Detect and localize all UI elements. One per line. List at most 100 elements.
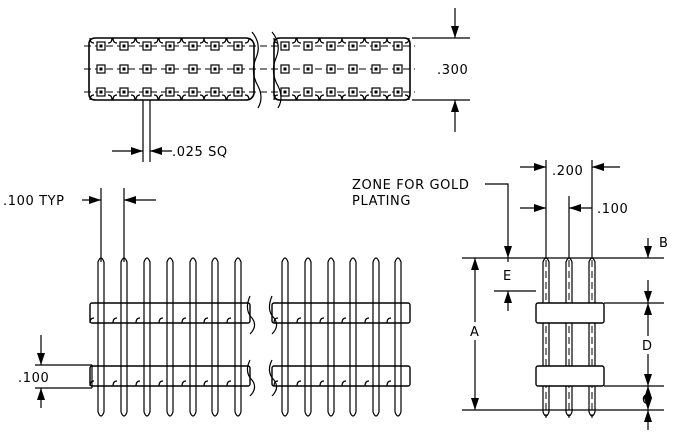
front-pin-bottom <box>234 411 242 417</box>
front-pin-bottom <box>189 411 197 417</box>
insulator-notch <box>364 380 370 387</box>
housing-notch <box>226 94 250 101</box>
insulator-notch <box>226 317 232 324</box>
dimension-100-side-label: .100 <box>597 202 628 217</box>
dimension-200-label: .200 <box>552 164 583 179</box>
dimension-200: .200 <box>520 160 620 258</box>
front-break-right-upper <box>268 295 278 335</box>
break-line-left <box>251 31 262 109</box>
top-view-pin-center <box>99 44 103 48</box>
front-pin-tip <box>234 257 242 268</box>
front-pin-bottom <box>281 411 289 417</box>
top-view-pin-center <box>306 67 310 71</box>
dimension-C: C <box>642 386 652 430</box>
front-break-left-lower <box>246 359 256 397</box>
front-pin-bottom <box>394 411 402 417</box>
top-view-pin-center <box>213 67 217 71</box>
top-view-pin-center <box>168 67 172 71</box>
housing-notch <box>296 37 320 44</box>
insulator-notch <box>135 317 141 324</box>
front-pin-tip <box>349 257 357 268</box>
top-view-pin-center <box>122 44 126 48</box>
housing-notch <box>158 37 182 44</box>
dimension-pitch-typ: .100 TYP <box>3 188 156 262</box>
zone-note-line1: ZONE FOR GOLD <box>352 178 469 193</box>
insulator-notch <box>158 317 164 324</box>
housing-notch <box>203 94 227 101</box>
top-view-pin-center <box>396 67 400 71</box>
dimension-300: .300 <box>412 8 470 132</box>
front-pin-tip <box>372 257 380 268</box>
insulator-notch <box>319 317 325 324</box>
front-break-right-lower <box>268 359 278 397</box>
housing-notch <box>112 94 136 101</box>
front-pin-bottom <box>304 411 312 417</box>
top-view-pin-center <box>283 90 287 94</box>
housing-notch <box>341 37 365 44</box>
dimension-pitch-typ-label: .100 TYP <box>3 194 65 209</box>
dimension-A-label: A <box>470 325 480 340</box>
top-view-pin-center <box>374 44 378 48</box>
front-pin-tip <box>166 257 174 268</box>
top-view: .300 .025 SQ <box>84 8 470 162</box>
top-view-pin-center <box>99 90 103 94</box>
insulator-notch <box>364 317 370 324</box>
housing-notch <box>296 94 320 101</box>
dimension-row-pitch: .100 <box>18 335 92 408</box>
housing-notch <box>135 94 159 101</box>
top-view-pin-center <box>213 90 217 94</box>
top-view-pin-center <box>236 90 240 94</box>
dimension-100-side: .100 <box>520 196 628 258</box>
front-view: .100 TYP .100 <box>3 188 411 417</box>
insulator-notch <box>386 317 392 324</box>
housing-notch <box>386 94 410 101</box>
side-view-insulators <box>535 302 605 387</box>
front-pin-bottom <box>97 411 105 417</box>
insulator-notch <box>112 317 118 324</box>
zone-note-line2: PLATING <box>352 194 411 209</box>
dimension-D-label: D <box>642 339 653 354</box>
dimension-B: B <box>644 236 668 303</box>
insulator-notch <box>319 380 325 387</box>
top-view-pin-center <box>283 67 287 71</box>
insulator-notch <box>341 317 347 324</box>
dimension-pin-size: .025 SQ <box>112 100 227 162</box>
top-view-housing <box>84 31 415 109</box>
housing-left-section <box>88 37 255 101</box>
top-view-pin-center <box>191 67 195 71</box>
front-view-pins <box>97 257 402 417</box>
front-pin-tip <box>327 257 335 268</box>
front-pin-bottom <box>120 411 128 417</box>
top-view-pin-center <box>236 44 240 48</box>
side-view: ZONE FOR GOLD PLATING .200 .100 <box>352 160 668 430</box>
top-view-pin-center <box>168 44 172 48</box>
insulator-notch <box>181 380 187 387</box>
dimension-300-label: .300 <box>437 63 468 78</box>
insulator-notch <box>341 380 347 387</box>
insulator-notch <box>296 317 302 324</box>
break-line-right <box>271 31 282 109</box>
front-pin-bottom <box>327 411 335 417</box>
insulator-notch <box>386 380 392 387</box>
top-view-pin-center <box>145 67 149 71</box>
top-view-pin-center <box>396 44 400 48</box>
top-view-pin-center <box>191 44 195 48</box>
top-view-pin-center <box>191 90 195 94</box>
housing-notch <box>386 37 410 44</box>
housing-notch <box>89 94 113 101</box>
housing-notch <box>273 37 297 44</box>
top-view-pin-center <box>236 67 240 71</box>
top-view-pin-center <box>374 90 378 94</box>
insulator-notch <box>158 380 164 387</box>
front-pin-tip <box>189 257 197 268</box>
insulator-notch <box>226 380 232 387</box>
insulator-notch <box>89 317 95 324</box>
top-view-pin-center <box>329 67 333 71</box>
top-view-pin-center <box>306 90 310 94</box>
front-break-left-upper <box>246 295 256 335</box>
dimension-E: E <box>503 258 512 311</box>
insulator-notch <box>181 317 187 324</box>
top-view-pin-center <box>145 90 149 94</box>
